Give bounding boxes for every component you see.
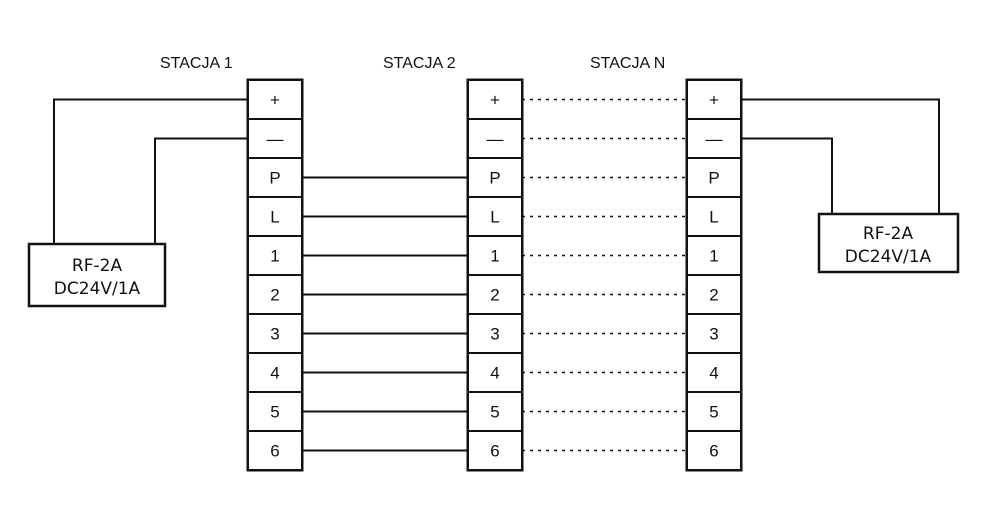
terminal-label: L	[270, 208, 279, 227]
terminal-cell	[247, 118, 303, 159]
power-supply-right-rating: DC24V/1A	[845, 247, 932, 267]
terminal-cell	[247, 79, 303, 120]
terminal-cell	[467, 157, 523, 198]
terminal-label: —	[267, 130, 284, 149]
terminal-cell	[467, 235, 523, 276]
terminal-cell	[467, 79, 523, 120]
station-1-title: STACJA 1	[160, 55, 233, 72]
terminal-label: L	[490, 208, 499, 227]
terminal-label: 1	[490, 247, 499, 266]
terminal-label: 1	[709, 247, 718, 266]
power-supply-left-rating: DC24V/1A	[54, 279, 141, 299]
terminal-label: 6	[709, 442, 718, 461]
station-n-terminal-strip: + — P L 1 2 3 4 5 6	[685, 78, 743, 472]
terminal-label: 2	[709, 286, 718, 305]
station-n-title: STACJA N	[590, 55, 665, 72]
terminal-label: 6	[270, 442, 279, 461]
terminal-label: 2	[270, 286, 279, 305]
wires	[53, 98, 940, 452]
wire-right-psu-minus	[741, 137, 833, 214]
power-supply-right-box	[817, 212, 960, 274]
terminal-cell	[247, 274, 303, 315]
terminal-cell	[686, 118, 742, 159]
terminal-label: 3	[709, 325, 718, 344]
power-supply-right-model: RF-2A	[863, 224, 914, 244]
terminal-cell	[686, 391, 742, 432]
wire-left-psu-minus	[154, 137, 248, 244]
terminal-label: 4	[709, 364, 718, 383]
power-supply-left-box	[27, 242, 167, 308]
power-supply-left: RF-2A DC24V/1A	[27, 242, 167, 308]
wire-left-psu-plus	[53, 98, 248, 244]
terminal-label: 4	[270, 364, 279, 383]
terminal-label: P	[708, 169, 719, 188]
power-supply-right: RF-2A DC24V/1A	[817, 212, 960, 274]
terminal-label: P	[489, 169, 500, 188]
terminal-label: —	[706, 130, 723, 149]
terminal-label: 5	[709, 403, 718, 422]
terminal-cell	[247, 430, 303, 471]
terminal-cell	[686, 352, 742, 393]
terminal-label: 6	[490, 442, 499, 461]
terminal-label: +	[490, 91, 500, 110]
terminal-label: +	[270, 91, 280, 110]
terminal-label: 2	[490, 286, 499, 305]
terminal-label: L	[709, 208, 718, 227]
terminal-cell	[247, 196, 303, 237]
terminal-label: 5	[490, 403, 499, 422]
terminal-label: —	[487, 130, 504, 149]
terminal-label: 4	[490, 364, 499, 383]
terminal-cell	[247, 235, 303, 276]
station-2-title: STACJA 2	[383, 55, 456, 72]
terminal-label: 3	[490, 325, 499, 344]
terminal-strips: + — P L 1 2 3 4 5 6 + — P L 1 2 3 4 5 6 + — P L 1 2 3 4 5 6	[246, 78, 743, 472]
terminal-label: 1	[270, 247, 279, 266]
terminal-cell	[467, 430, 523, 471]
terminal-cell	[247, 391, 303, 432]
terminal-cell	[686, 430, 742, 471]
terminal-label: +	[709, 91, 719, 110]
wire-right-psu-plus	[741, 98, 940, 214]
terminal-cell	[686, 79, 742, 120]
power-supply-left-model: RF-2A	[72, 256, 123, 276]
terminal-label: P	[269, 169, 280, 188]
terminal-cell	[686, 313, 742, 354]
terminal-cell	[686, 235, 742, 276]
station-2-terminal-strip: + — P L 1 2 3 4 5 6	[466, 78, 524, 472]
terminal-cell	[247, 313, 303, 354]
terminal-label: 3	[270, 325, 279, 344]
terminal-label: 5	[270, 403, 279, 422]
station-1-terminal-strip: + — P L 1 2 3 4 5 6	[246, 78, 304, 472]
terminal-cell	[467, 391, 523, 432]
